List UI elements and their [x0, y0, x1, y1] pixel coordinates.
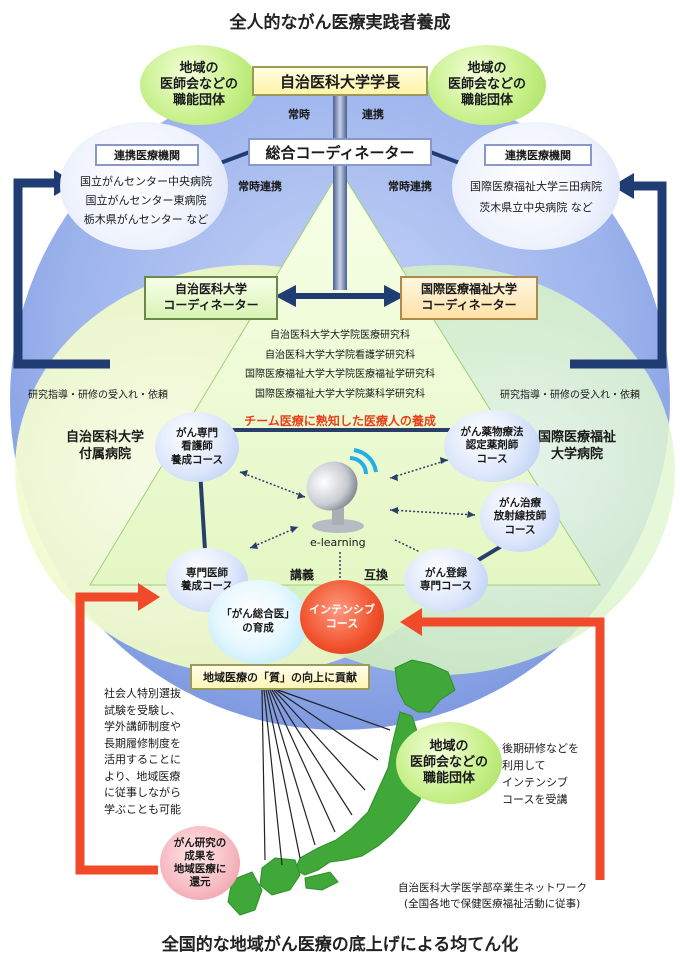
partner-left-item: 国立がんセンター中央病院	[80, 175, 212, 188]
network-line1: 自治医科大学医学部卒業生ネットワーク	[398, 882, 587, 894]
elearning-label: e-learning	[310, 536, 366, 549]
left-note: 社会人特別選抜 試験を受験し、 学外講師制度や 長期履修制度を 活用することに …	[104, 687, 181, 816]
prof-org-top-left: 地域の 医師会などの 職能団体	[140, 45, 258, 125]
course-radiology: がん治療 放射線技師 コース	[480, 482, 560, 552]
partner-left-ellipse	[60, 122, 228, 250]
course-intensive: インテンシブ コース	[300, 580, 384, 654]
coord-iuhw-box: 国際医療福祉大学 コーディネーター	[400, 276, 538, 320]
research-left: 研究指導・研修の受入れ・依頼	[28, 390, 168, 401]
left-navy-arrow	[13, 178, 110, 369]
japan-map	[227, 659, 456, 916]
hospital-right: 国際医療福祉 大学病院	[537, 430, 616, 462]
partner-left-item: 国立がんセンター東病院	[85, 194, 207, 207]
prof-org-top-right: 地域の 医師会などの 職能団体	[428, 45, 546, 125]
hospital-left: 自治医科大学 付属病院	[65, 430, 144, 462]
coord-jichi-box: 自治医科大学 コーディネーター	[144, 276, 278, 320]
course-pharmacist: がん薬物療法 認定薬剤師 コース	[444, 410, 540, 482]
prof-org-bottom: 地域の 医師会などの 職能団体	[396, 722, 502, 804]
partner-right-item: 国際医療福祉大学三田病院	[470, 180, 602, 193]
label-constant-right: 常時連携	[388, 180, 432, 193]
top-title: 全人的ながん医療実践者養成	[229, 13, 451, 33]
graduate-school: 国際医療福祉大学大学院医療福祉学研究科	[245, 369, 435, 380]
team-slogan: チーム医療に熟知した医療人の養成	[244, 414, 436, 428]
partner-left-list: 国立がんセンター中央病院 国立がんセンター東病院 栃木県がんセンター など	[66, 172, 226, 229]
president-box: 自治医科大学学長	[252, 66, 428, 96]
network-line2: (全国各地で保健医療福祉活動に従事)	[404, 898, 581, 910]
label-exchange: 互換	[364, 568, 389, 582]
right-red-arrow	[420, 617, 605, 880]
partner-right-list: 国際医療福祉大学三田病院 茨木県立中央病院 など	[456, 176, 616, 218]
graduate-school: 自治医科大学大学院医療研究科	[270, 330, 410, 341]
label-joji: 常時	[288, 108, 310, 121]
research-right: 研究指導・研修の受入れ・依頼	[500, 390, 640, 401]
center-pillar	[333, 90, 347, 290]
course-general: 「がん総合医」 の育成	[208, 580, 308, 664]
contribution-box: 地域医療の「質」の向上に貢献	[190, 664, 370, 690]
graduate-school: 国際医療福祉大学大学院薬科学研究科	[255, 388, 425, 400]
course-registry: がん登録 専門コース	[404, 548, 488, 612]
left-red-arrow	[75, 592, 158, 875]
partner-left-item: 栃木県がんセンター など	[83, 213, 209, 226]
label-renkei: 連携	[362, 108, 384, 121]
label-constant-left: 常時連携	[238, 180, 282, 193]
partner-left-header: 連携医療機関	[95, 144, 199, 166]
partner-right-ellipse	[452, 122, 620, 250]
bottom-title: 全国的な地域がん医療の底上げによる均てん化	[161, 935, 519, 955]
course-nurse: がん専門 看護師 養成コース	[155, 412, 239, 482]
partner-right-header: 連携医療機関	[484, 144, 592, 166]
satellite-dish-icon	[306, 448, 378, 533]
right-note: 後期研修などを 利用して インテンシブ コースを受講	[502, 742, 579, 806]
research-return-bubble: がん研究の 成果を 地域医療に 還元	[160, 826, 240, 900]
general-coordinator-box: 総合コーディネーター	[248, 138, 432, 166]
graduate-school: 自治医科大学大学院看護学研究科	[265, 349, 415, 361]
partner-right-item: 茨木県立中央病院 など	[479, 201, 593, 214]
right-navy-arrow	[570, 181, 667, 369]
label-lecture: 講義	[290, 568, 315, 582]
graduate-school-list: 自治医科大学大学院医療研究科 自治医科大学大学院看護学研究科 国際医療福祉大学大…	[200, 326, 480, 404]
